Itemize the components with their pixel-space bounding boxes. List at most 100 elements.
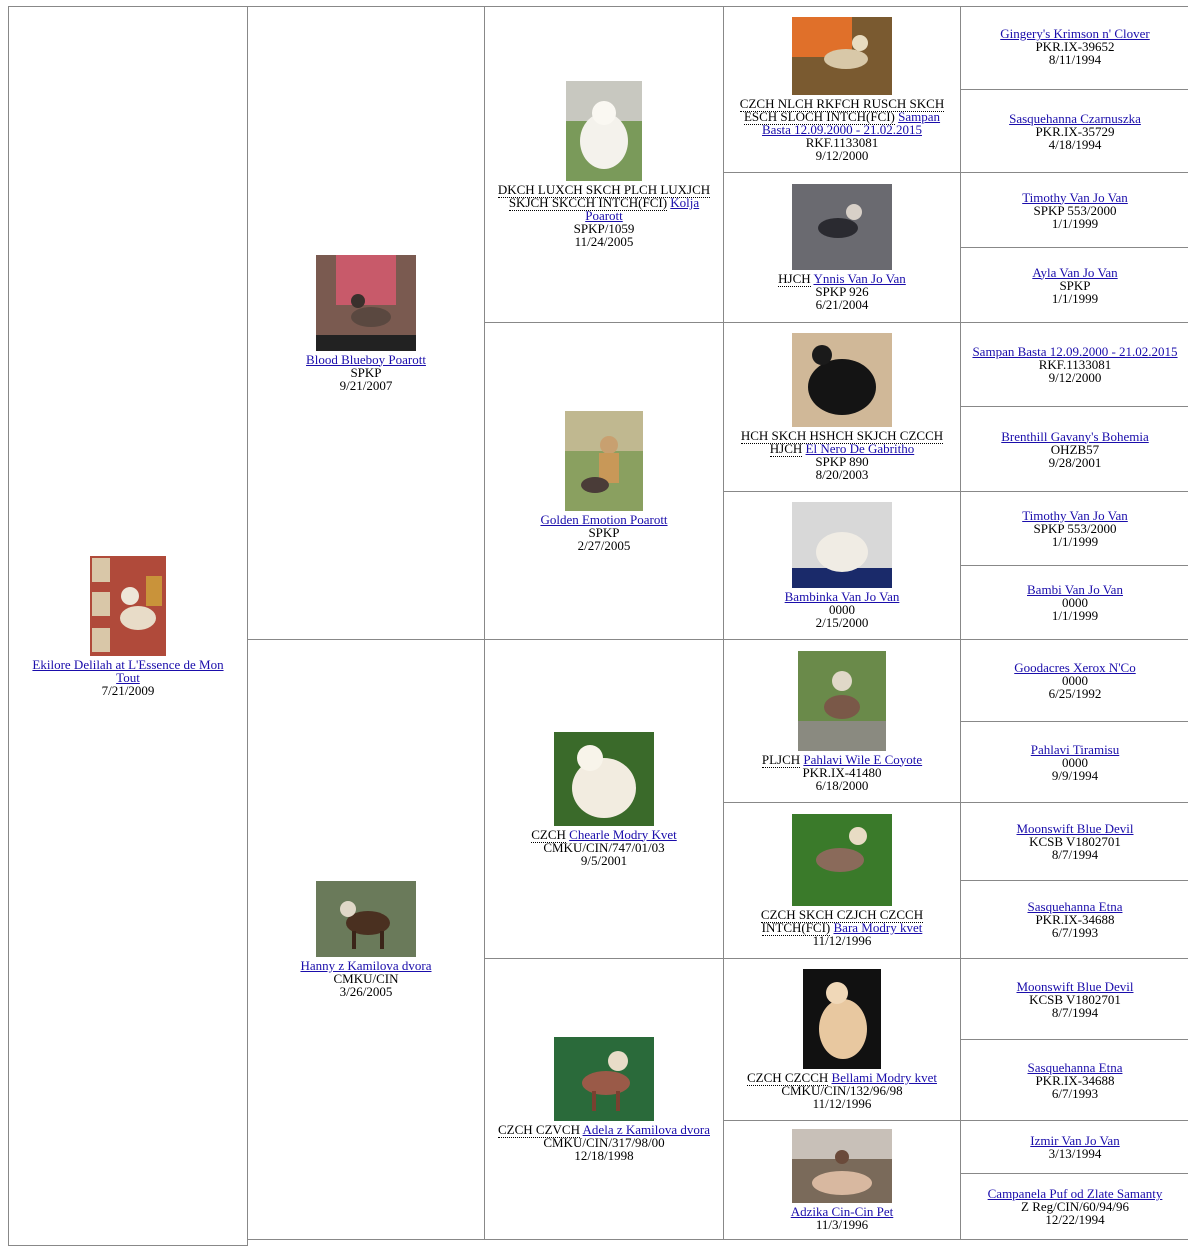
dog-photo[interactable] xyxy=(565,410,643,511)
dog-name-link[interactable]: Ayla Van Jo Van xyxy=(1032,264,1118,280)
dog-dob: 1/1/1999 xyxy=(1051,215,1099,231)
dog-name-link[interactable]: Blood Blueboy Poarott xyxy=(306,351,426,367)
dog-name-link[interactable]: Moonswift Blue Devil xyxy=(1016,821,1134,836)
subject-dob: 7/21/2009 xyxy=(101,682,155,698)
ancestor-cell: Sampan Basta 12.09.2000 - 21.02.2015 RKF… xyxy=(960,322,1188,407)
dog-titles: CZCH SKCH CZJCH CZCCH INTCH(FCI) xyxy=(760,907,924,936)
dog-dob: 11/24/2005 xyxy=(574,234,634,249)
dog-photo[interactable] xyxy=(566,81,642,181)
dog-name-link[interactable]: Gingery's Krimson n' Clover xyxy=(1000,26,1150,41)
dog-dob: 6/7/1993 xyxy=(1051,925,1099,940)
dog-name-link[interactable]: Sampan Basta 12.09.2000 - 21.02.2015 xyxy=(972,344,1178,359)
ancestor-cell: Gingery's Krimson n' Clover PKR.IX-39652… xyxy=(960,6,1188,90)
dog-name-link[interactable]: Izmir Van Jo Van xyxy=(1030,1133,1120,1148)
dog-registration: 0000 xyxy=(829,602,855,617)
dog-name-link[interactable]: Moonswift Blue Devil xyxy=(1016,978,1134,994)
dog-photo[interactable] xyxy=(792,814,892,906)
dog-photo[interactable] xyxy=(792,17,892,95)
ancestor-cell: Timothy Van Jo Van SPKP 553/2000 1/1/199… xyxy=(960,172,1188,248)
dog-registration: CMKU/CIN xyxy=(333,971,399,986)
dog-photo[interactable] xyxy=(798,650,886,751)
dog-name-link[interactable]: Bara Modry kvet xyxy=(833,920,923,935)
subject-photo[interactable] xyxy=(90,555,166,656)
ancestor-cell: Sasquehanna Czarnuszka PKR.IX-35729 4/18… xyxy=(960,89,1188,173)
dog-titles: CZCH CZCCH xyxy=(747,1070,829,1086)
dog-photo[interactable] xyxy=(316,881,416,957)
dog-name-line: CZCH CZVCH Adela z Kamilova dvora xyxy=(498,1121,710,1138)
dog-name-link[interactable]: Pahlavi Tiramisu xyxy=(1030,741,1120,757)
dog-dob: 12/22/1994 xyxy=(1045,1212,1105,1227)
dog-name-link[interactable]: Brenthill Gavany's Bohemia xyxy=(1001,428,1149,444)
dog-name-link[interactable]: Golden Emotion Poarott xyxy=(540,511,668,527)
dog-name-link[interactable]: Sasquehanna Etna xyxy=(1027,1059,1123,1075)
great-grandparent-cell: HCH SKCH HSHCH SKJCH CZCCH HJCH El Nero … xyxy=(723,322,961,492)
dog-name-link[interactable]: Campanela Puf od Zlate Samanty xyxy=(987,1186,1163,1201)
dog-registration: SPKP xyxy=(1059,277,1091,293)
ancestor-cell: Izmir Van Jo Van 3/13/1994 xyxy=(960,1120,1188,1174)
dog-photo[interactable] xyxy=(554,1036,654,1121)
grandparent-cell: CZCH CZVCH Adela z Kamilova dvora CMKU/C… xyxy=(484,958,724,1240)
dog-dob: 8/20/2003 xyxy=(815,467,869,482)
dog-registration: PKR.IX-34688 xyxy=(1035,912,1115,927)
dog-dob: 9/5/2001 xyxy=(580,852,628,868)
dog-name-link[interactable]: Sasquehanna Etna xyxy=(1027,899,1123,914)
dog-registration: SPKP xyxy=(588,524,620,540)
dog-dob: 9/28/2001 xyxy=(1048,454,1102,470)
dog-name-link[interactable]: Adzika Cin-Cin Pet xyxy=(790,1204,894,1219)
dog-name-link[interactable]: Pahlavi Wile E Coyote xyxy=(803,751,923,767)
dog-registration: RKF.1133081 xyxy=(1038,357,1112,372)
dog-dob: 1/1/1999 xyxy=(1051,608,1099,623)
dog-name-line: CZCH Chearle Modry Kvet xyxy=(531,826,677,843)
dog-registration: KCSB V1802701 xyxy=(1029,834,1121,849)
great-grandparent-cell: Adzika Cin-Cin Pet 11/3/1996 xyxy=(723,1120,961,1240)
dog-registration: SPKP 926 xyxy=(815,284,869,299)
dog-name-link[interactable]: Timothy Van Jo Van xyxy=(1022,189,1128,205)
dog-titles: CZCH NLCH RKFCH RUSCH SKCH ESCH SLOCH IN… xyxy=(739,96,945,125)
dog-registration: OHZB57 xyxy=(1050,441,1100,457)
dog-name-link[interactable]: Hanny z Kamilova dvora xyxy=(300,958,432,973)
dog-titles: CZCH xyxy=(531,826,566,843)
dog-name-link[interactable]: Sampan Basta 12.09.2000 - 21.02.2015 xyxy=(762,109,941,137)
dog-name-link[interactable]: Timothy Van Jo Van xyxy=(1022,508,1128,523)
dog-photo[interactable] xyxy=(554,731,654,826)
grandparent-cell: CZCH Chearle Modry Kvet CMKU/CIN/747/01/… xyxy=(484,639,724,959)
dog-registration: Z Reg/CIN/60/94/96 xyxy=(1021,1199,1129,1214)
dog-titles: DKCH LUXCH SKCH PLCH LUXJCH SKJCH SKCCH … xyxy=(497,182,711,211)
dog-name-link[interactable]: Bambi Van Jo Van xyxy=(1027,582,1123,597)
dog-dob: 8/11/1994 xyxy=(1048,52,1102,67)
dog-dob: 1/1/1999 xyxy=(1051,534,1099,549)
dog-name-link[interactable]: Bambinka Van Jo Van xyxy=(784,589,900,604)
dog-titles: HJCH xyxy=(778,271,811,287)
dog-dob: 9/9/1994 xyxy=(1051,767,1099,783)
ancestor-cell: Pahlavi Tiramisu 0000 9/9/1994 xyxy=(960,721,1188,803)
great-grandparent-cell: CZCH SKCH CZJCH CZCCH INTCH(FCI) Bara Mo… xyxy=(723,802,961,959)
dog-name-link[interactable]: Kolja Poarott xyxy=(585,195,700,223)
dog-name-line: CZCH NLCH RKFCH RUSCH SKCH ESCH SLOCH IN… xyxy=(730,96,954,137)
dog-registration: 0000 xyxy=(1062,595,1088,610)
subject-name-link[interactable]: Ekilore Delilah at L'Essence de Mon Tout xyxy=(32,656,224,685)
dog-dob: 8/7/1994 xyxy=(1051,1004,1099,1020)
dog-titles: CZCH CZVCH xyxy=(498,1121,580,1138)
dog-registration: SPKP 553/2000 xyxy=(1033,202,1117,218)
dog-photo[interactable] xyxy=(792,1129,892,1203)
dog-name-link[interactable]: Sasquehanna Czarnuszka xyxy=(1009,110,1141,126)
dog-name-link[interactable]: Chearle Modry Kvet xyxy=(569,826,677,842)
dog-name-link[interactable]: El Nero De Gabritho xyxy=(805,441,915,456)
dog-registration: CMKU/CIN/747/01/03 xyxy=(543,839,665,855)
dog-name-line: CZCH SKCH CZJCH CZCCH INTCH(FCI) Bara Mo… xyxy=(730,907,954,936)
dog-dob: 3/26/2005 xyxy=(339,984,393,999)
dog-photo[interactable] xyxy=(792,184,892,270)
dog-name-link[interactable]: Adela z Kamilova dvora xyxy=(582,1121,710,1137)
dog-name-link[interactable]: Bellami Modry kvet xyxy=(831,1070,937,1085)
dog-name-link[interactable]: Ynnis Van Jo Van xyxy=(813,271,906,286)
ancestor-cell: Goodacres Xerox N'Co 0000 6/25/1992 xyxy=(960,639,1188,722)
dog-name-link[interactable]: Goodacres Xerox N'Co xyxy=(1014,660,1136,675)
ancestor-cell: Sasquehanna Etna PKR.IX-34688 6/7/1993 xyxy=(960,1039,1188,1121)
dog-name-line: HJCH Ynnis Van Jo Van xyxy=(778,271,906,287)
dog-photo[interactable] xyxy=(792,502,892,588)
dog-photo[interactable] xyxy=(792,333,892,427)
dog-photo[interactable] xyxy=(803,969,881,1069)
dog-photo[interactable] xyxy=(316,254,416,351)
ancestor-cell: Brenthill Gavany's Bohemia OHZB57 9/28/2… xyxy=(960,406,1188,492)
dog-titles: PLJCH xyxy=(761,751,801,768)
